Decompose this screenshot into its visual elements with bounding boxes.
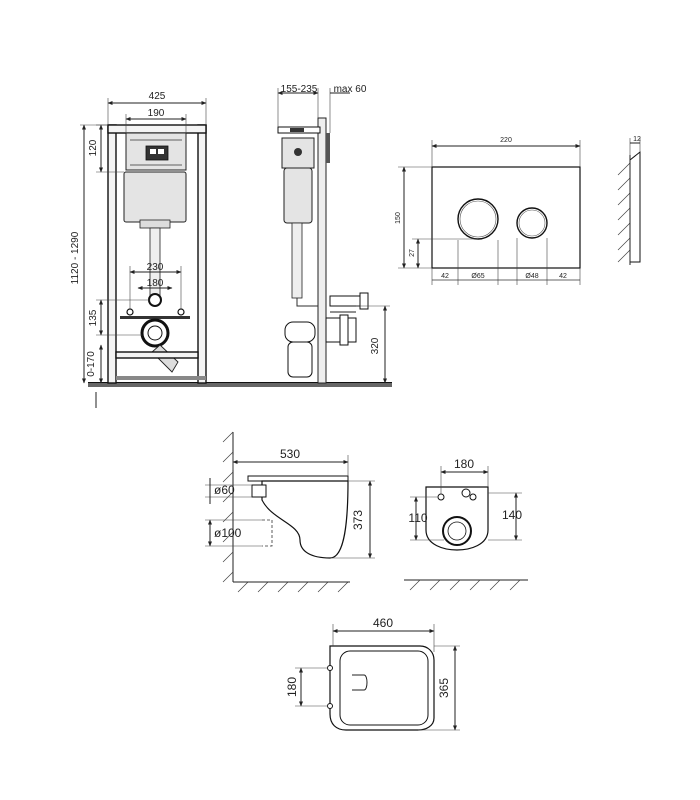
plate-width-label: 220 xyxy=(500,137,512,144)
bowl-length-label: 530 xyxy=(280,447,300,461)
frame-pipe-spacing-label: 180 xyxy=(147,278,164,289)
frame-outlet-height-label: 135 xyxy=(88,309,99,326)
frame-floor-range-label: 0-170 xyxy=(86,351,97,377)
back-right-height-label: 140 xyxy=(502,508,522,522)
bowl-top-view: 460 365 180 xyxy=(285,616,460,731)
flush-plate-view: 220 150 27 42 Ø65 Ø48 42 xyxy=(395,136,641,285)
frame-front-view: 425 190 120 1120 - 1290 135 0-170 230 18… xyxy=(70,91,392,408)
bowl-pipe-large-label: ø100 xyxy=(214,526,242,540)
top-mount-spacing-label: 180 xyxy=(285,677,299,697)
plate-big-button-label: Ø65 xyxy=(471,273,484,280)
top-width-label: 460 xyxy=(373,616,393,630)
bowl-side-view: 530 373 ø60 ø100 xyxy=(205,431,375,593)
plate-height-label: 150 xyxy=(395,212,402,224)
frame-inner-width-label: 190 xyxy=(148,108,165,119)
bowl-back-view: 180 110 140 xyxy=(404,457,528,591)
frame-top-offset-label: 120 xyxy=(88,139,99,156)
bowl-pipe-small-label: ø60 xyxy=(214,483,235,497)
plate-thickness-label: 12 xyxy=(633,136,641,143)
frame-depth-label: 155-235 xyxy=(281,84,318,95)
back-left-height-label: 110 xyxy=(408,511,427,525)
top-length-label: 365 xyxy=(437,678,451,698)
plate-button-offset-label: 27 xyxy=(409,249,416,257)
plate-right-margin-label: 42 xyxy=(559,273,567,280)
frame-height-label: 1120 - 1290 xyxy=(70,231,81,284)
frame-wall-max-label: max 60 xyxy=(334,84,367,95)
frame-side-view: 155-235 max 60 320 xyxy=(277,84,390,384)
bowl-height-label: 373 xyxy=(351,510,365,530)
plate-small-button-label: Ø48 xyxy=(525,273,538,280)
back-stud-spacing-label: 180 xyxy=(454,457,474,471)
plate-left-margin-label: 42 xyxy=(441,273,449,280)
side-outlet-height-label: 320 xyxy=(370,337,381,354)
frame-stud-spacing-label: 230 xyxy=(147,262,164,273)
frame-width-label: 425 xyxy=(149,91,166,102)
